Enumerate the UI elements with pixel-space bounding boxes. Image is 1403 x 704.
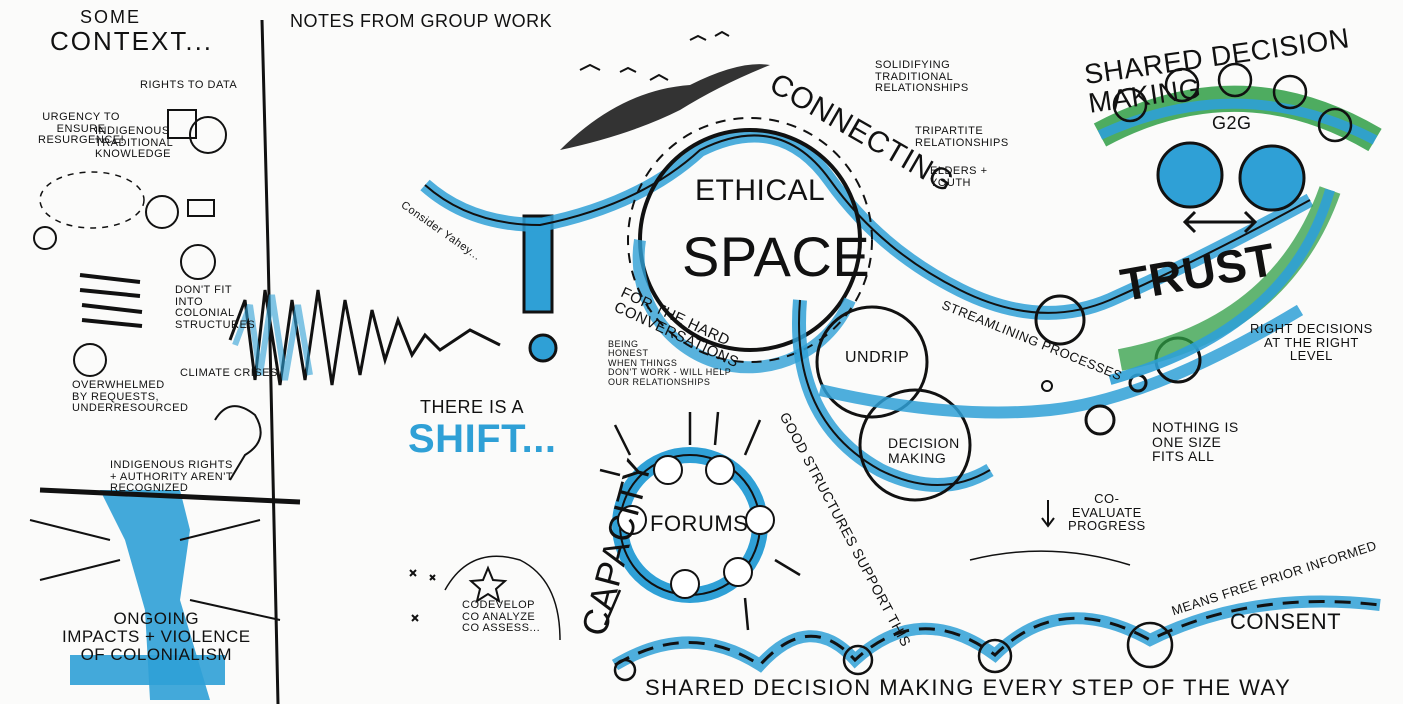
rights-recognized-label: INDIGENOUS RIGHTS + AUTHORITY AREN'T REC… <box>110 459 234 495</box>
exclamation-mark <box>522 214 554 314</box>
tree-icon <box>214 405 262 481</box>
heading-context: CONTEXT... <box>50 26 214 56</box>
climate-label: CLIMATE CRISES <box>180 367 278 379</box>
shift-word: SHIFT... <box>408 417 557 461</box>
undrip-label: UNDRIP <box>845 349 910 366</box>
codevelop-label: CODEVELOP CO ANALYZE CO ASSESS... <box>462 599 541 635</box>
tripartite-label: TRIPARTITE RELATIONSHIPS <box>915 125 1009 149</box>
face-icon <box>33 226 57 250</box>
double-arrow-icon <box>1182 210 1258 234</box>
zigzag-wave <box>228 289 501 386</box>
river-shape <box>100 490 210 700</box>
thought-bubble <box>39 171 145 229</box>
ethical-label: ETHICAL <box>695 174 826 207</box>
face-icon <box>1217 62 1253 98</box>
notes-title: NOTES FROM GROUP WORK <box>290 11 553 31</box>
consent-label: CONSENT <box>1230 609 1342 634</box>
impacts-label: ONGOING IMPACTS + VIOLENCE OF COLONIALIS… <box>62 609 251 664</box>
face-icon <box>180 244 216 280</box>
indigenous-knowledge-label: INDIGENOUS TRADITIONAL KNOWLEDGE <box>95 125 174 161</box>
overwhelmed-label: OVERWHELMED BY REQUESTS, UNDERRESOURCED <box>72 379 189 415</box>
g2g-face-left <box>1156 141 1224 209</box>
heading-some: SOME <box>80 7 142 27</box>
face-icon <box>1317 107 1353 143</box>
nothing-label: NOTHING IS ONE SIZE FITS ALL <box>1152 419 1239 465</box>
face-icon <box>1164 67 1200 103</box>
shift-prefix: THERE IS A <box>420 397 525 417</box>
urgency-label: URGENCY TO ENSURE RESURGENCE! <box>38 111 125 147</box>
lock-icon <box>167 109 197 139</box>
g2g-face-right <box>1238 144 1306 212</box>
grid-icon <box>187 199 215 217</box>
face-icon <box>73 343 107 377</box>
face-icon <box>189 116 227 154</box>
decision-circle <box>858 388 972 502</box>
decision-making-label: DECISION MAKING <box>888 435 960 466</box>
face-icon <box>1272 74 1308 110</box>
bottom-banner: SHARED DECISION MAKING EVERY STEP OF THE… <box>645 675 1292 700</box>
right-decisions-label: RIGHT DECISIONS AT THE RIGHT LEVEL <box>1250 321 1373 364</box>
divider-line <box>260 19 280 704</box>
forums-label: FORUMS <box>650 511 749 536</box>
being-honest-label: BEING HONEST WHEN THINGS DON'T WORK - WI… <box>608 339 732 387</box>
face-icon <box>1112 87 1148 123</box>
face-icon <box>145 195 179 229</box>
solidifying-label: SOLIDIFYING TRADITIONAL RELATIONSHIPS <box>875 59 969 95</box>
streamlining-curve <box>818 304 1304 419</box>
g2g-label: G2G <box>1212 113 1252 133</box>
space-label: SPACE <box>682 225 871 288</box>
undrip-circle <box>815 305 929 419</box>
dont-fit-label: DON'T FIT INTO COLONIAL STRUCTURES <box>175 284 256 331</box>
bird-icon <box>560 64 770 150</box>
coevaluate-label: CO- EVALUATE PROGRESS <box>1068 491 1146 534</box>
arrow-icons <box>599 411 801 631</box>
star-icon <box>468 565 508 604</box>
elders-label: ELDERS + YOUTH <box>930 165 988 189</box>
paper-stack-icon <box>79 273 143 328</box>
rights-to-data-label: RIGHTS TO DATA <box>140 79 238 91</box>
